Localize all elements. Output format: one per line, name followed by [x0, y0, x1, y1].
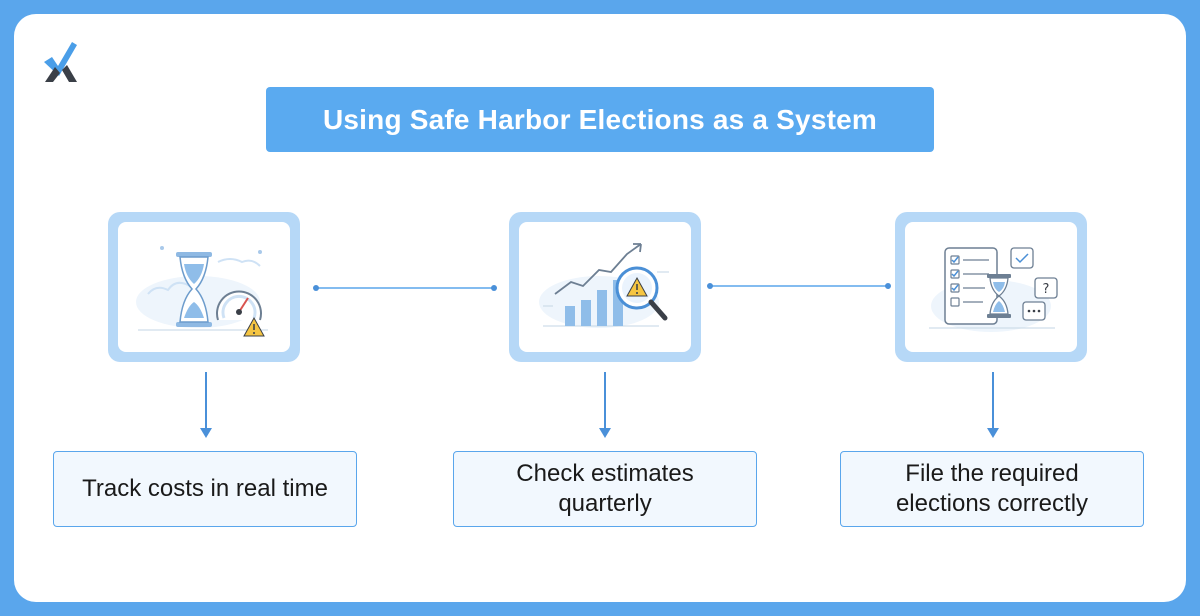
arrow-down-3 [987, 372, 999, 438]
step-2-label-box: Check estimates quarterly [453, 451, 757, 527]
svg-text:?: ? [1043, 282, 1050, 297]
title-banner: Using Safe Harbor Elections as a System [266, 87, 934, 152]
arrow-down-2 [599, 372, 611, 438]
arrow-down-1 [200, 372, 212, 438]
step-2-label: Check estimates quarterly [516, 460, 694, 517]
step-1-label: Track costs in real time [82, 475, 328, 502]
step-1-label-box: Track costs in real time [53, 451, 357, 527]
checklist-hourglass-icon: ? [929, 247, 1058, 332]
diagram-title: Using Safe Harbor Elections as a System [322, 103, 877, 135]
step-2-icon-frame [509, 212, 701, 362]
step-3-label-box: File the required elections correctly [840, 451, 1144, 527]
connector-2-3 [707, 283, 891, 289]
chart-magnifier-icon [539, 243, 669, 328]
step-3-icon-frame: ? [895, 212, 1087, 362]
hourglass-gauge-icon [136, 246, 268, 337]
step-1-icon-frame [108, 212, 300, 362]
connector-1-2 [313, 285, 497, 291]
step-3-label: File the required elections correctly [895, 460, 1089, 517]
brand-logo-icon [44, 42, 77, 82]
